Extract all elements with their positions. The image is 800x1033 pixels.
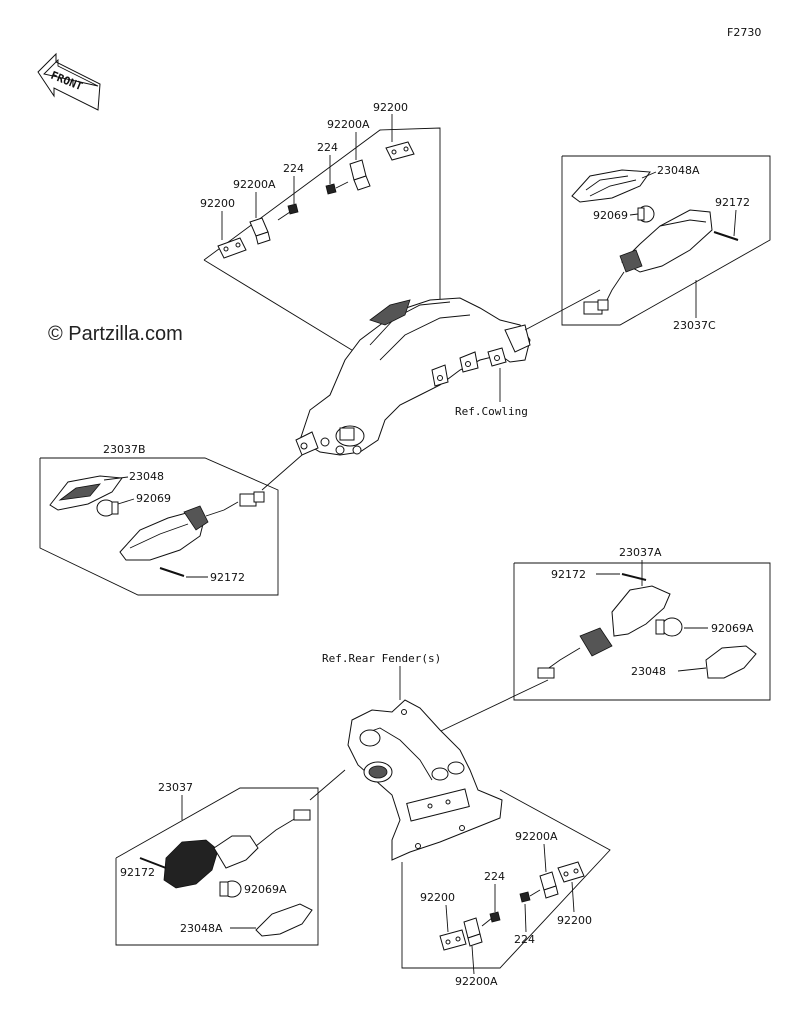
screw-front-right-icon [713, 231, 739, 241]
bulb-rear-right-icon [655, 617, 683, 637]
front-left-signal-group: 23037B 23048 92069 92172 [39, 443, 279, 596]
ref-rear-fender-label: Ref.Rear Fender(s) [322, 652, 441, 665]
bolt-bottom-right-icon [519, 889, 541, 903]
top-bracket-group: 92200 92200A 224 224 92200A 92200 [200, 101, 441, 385]
label-bot-left-bracket: 92200A [455, 975, 498, 988]
label-rl-screw: 92172 [120, 866, 155, 879]
screw-front-left-icon [159, 567, 185, 577]
label-fr-screw: 92172 [715, 196, 750, 209]
bracket-plate-bottom-right [557, 861, 585, 883]
connector-front-right-icon [583, 299, 609, 315]
bracket-plate-bottom-left [439, 929, 467, 951]
label-top-right-bolt: 224 [317, 141, 338, 154]
bolt-right-icon [325, 181, 349, 195]
label-fr-bulb: 92069 [593, 209, 628, 222]
signal-housing-front-right [605, 209, 713, 303]
bolt-bottom-left-icon [481, 911, 501, 927]
bulb-front-right-icon [637, 205, 655, 223]
connector-rear-left-icon [293, 809, 311, 821]
bolt-left-icon [277, 203, 299, 221]
front-arrow-icon: FRONT [37, 52, 101, 111]
front-right-signal-group: 23048A 92069 92172 23037C [561, 155, 771, 332]
lens-front-left [49, 475, 123, 511]
label-fl-screw: 92172 [210, 571, 245, 584]
bracket-plate-right [385, 141, 415, 161]
label-bot-left-bolt: 224 [484, 870, 505, 883]
copyright-text: © Partzilla.com [48, 323, 183, 345]
connector-front-left-icon [239, 491, 265, 507]
bottom-bracket-group: 92200A 224 92200 92200 224 92200A [401, 789, 611, 988]
label-rr-assembly: 23037A [619, 546, 662, 559]
bulb-front-left-icon [96, 499, 119, 517]
label-fl-assembly: 23037B [103, 443, 146, 456]
bracket-bottom-right [539, 871, 559, 899]
rear-left-signal-group: 23037 92172 92069A 23048A [115, 781, 319, 946]
bracket-right [349, 159, 371, 191]
label-fl-lens: 23048 [129, 470, 164, 483]
label-rl-assembly: 23037 [158, 781, 193, 794]
lens-rear-right [705, 645, 757, 679]
signal-housing-front-left [119, 501, 239, 561]
screw-rear-left-icon [139, 857, 167, 869]
label-top-left-bracket: 92200A [233, 178, 276, 191]
label-rr-screw: 92172 [551, 568, 586, 581]
rear-fender-bracket [347, 699, 503, 861]
rear-right-signal-group: 23037A 92172 92069A 23048 [421, 546, 771, 741]
label-fl-bulb: 92069 [136, 492, 171, 505]
lens-front-right [571, 169, 651, 203]
label-bot-right-bolt: 224 [514, 933, 535, 946]
label-bot-left-plate: 92200 [420, 891, 455, 904]
bracket-left [249, 217, 271, 245]
label-top-left-bolt: 224 [283, 162, 304, 175]
label-rr-bulb: 92069A [711, 622, 754, 635]
label-fr-lens: 23048A [657, 164, 700, 177]
lens-rear-left [255, 903, 313, 937]
bracket-plate-left [217, 237, 247, 259]
label-rl-lens: 23048A [180, 922, 223, 935]
label-bot-right-bracket: 92200A [515, 830, 558, 843]
label-top-right-bracket: 92200A [327, 118, 370, 131]
signal-housing-rear-right [545, 585, 671, 671]
label-bot-right-plate: 92200 [557, 914, 592, 927]
label-fr-assembly: 23037C [673, 319, 716, 332]
figure-code: F2730 [727, 26, 761, 39]
bulb-rear-left-icon [219, 880, 242, 898]
label-top-left-plate: 92200 [200, 197, 235, 210]
bracket-bottom-left [463, 917, 483, 947]
connector-rear-right-icon [537, 667, 555, 679]
signal-housing-rear-left [163, 817, 297, 889]
cowling-bracket [295, 297, 531, 456]
label-top-right-plate: 92200 [373, 101, 408, 114]
label-rl-bulb: 92069A [244, 883, 287, 896]
ref-cowling-label: Ref.Cowling [455, 405, 528, 418]
label-rr-lens: 23048 [631, 665, 666, 678]
